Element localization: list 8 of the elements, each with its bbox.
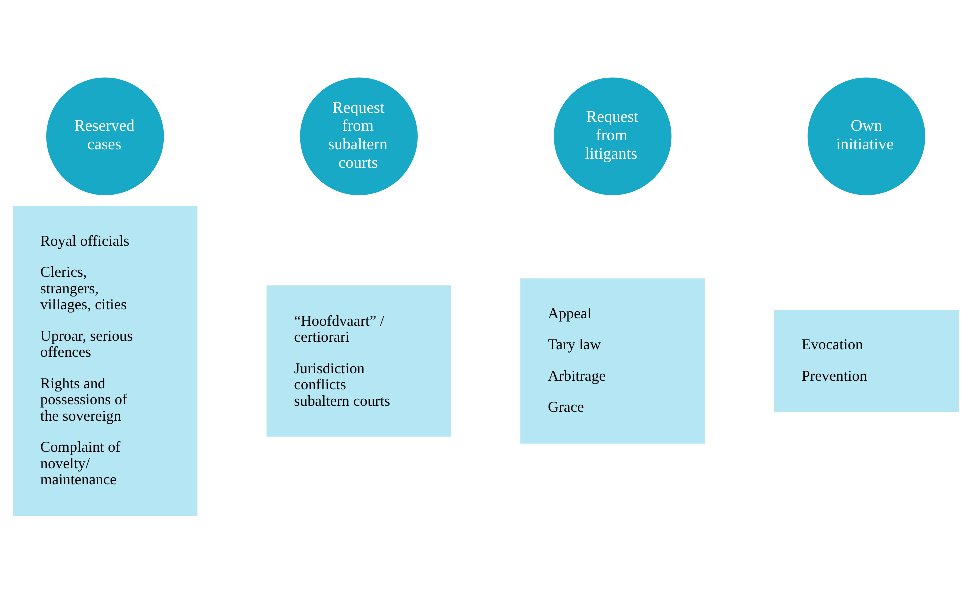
node-circle: Request from litigants bbox=[554, 77, 672, 195]
node-box: Royal officials Clerics, strangers, villages, cities Uproar, serious offences Rights and possessions of the sovereign Complaint of novelty/ maintenance bbox=[12, 206, 198, 516]
node-box: Appeal Tary law Arbitrage Grace bbox=[520, 278, 705, 444]
node-box: “Hoofdvaart” / certiorari Jurisdiction conflicts subaltern courts bbox=[266, 285, 451, 436]
node-box: Evocation Prevention bbox=[774, 309, 958, 412]
node-circle: Request from subaltern courts bbox=[300, 77, 418, 195]
node-circle: Own initiative bbox=[807, 77, 926, 195]
node-circle: Reserved cases bbox=[46, 77, 164, 195]
